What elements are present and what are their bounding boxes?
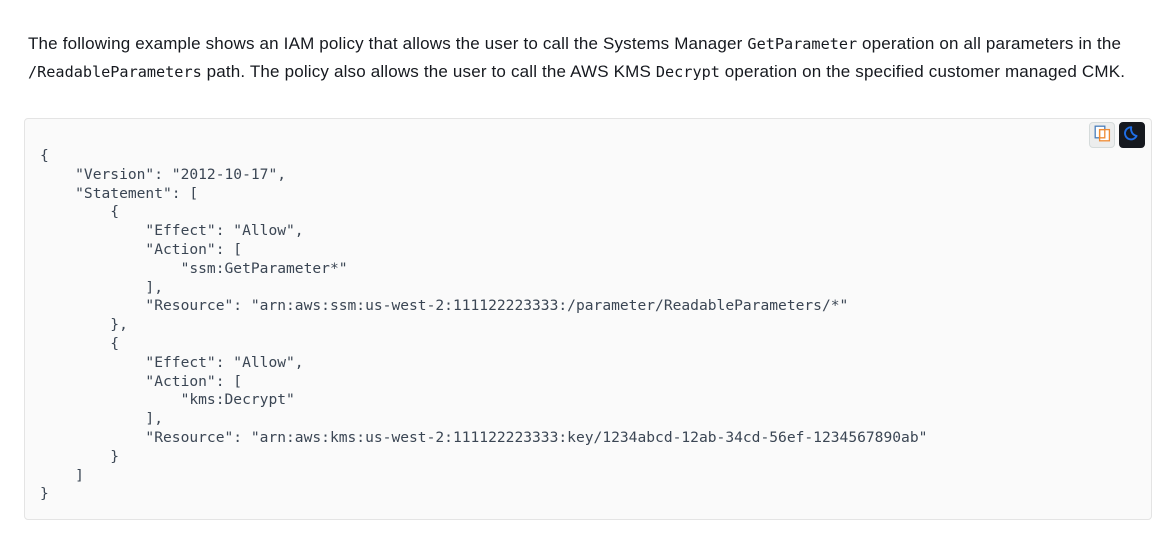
intro-text-3: path. The policy also allows the user to… bbox=[201, 62, 656, 81]
intro-paragraph: The following example shows an IAM polic… bbox=[28, 30, 1128, 86]
code-block-toolbar bbox=[1089, 122, 1145, 148]
code-scroll-area[interactable]: { "Version": "2012-10-17", "Statement": … bbox=[25, 119, 1151, 519]
inline-code-readableparameters: /ReadableParameters bbox=[28, 63, 202, 81]
inline-code-getparameter: GetParameter bbox=[747, 35, 858, 53]
intro-text-1: The following example shows an IAM polic… bbox=[28, 34, 748, 53]
code-content: { "Version": "2012-10-17", "Statement": … bbox=[40, 147, 928, 503]
moon-icon bbox=[1123, 125, 1141, 145]
copy-code-button[interactable] bbox=[1089, 122, 1115, 148]
intro-text-4: operation on the specified customer mana… bbox=[719, 62, 1126, 81]
inline-code-decrypt: Decrypt bbox=[655, 63, 720, 81]
intro-text-2: operation on all parameters in the bbox=[857, 34, 1122, 53]
copy-icon bbox=[1094, 125, 1111, 145]
dark-mode-toggle-button[interactable] bbox=[1119, 122, 1145, 148]
code-block: { "Version": "2012-10-17", "Statement": … bbox=[24, 118, 1152, 520]
